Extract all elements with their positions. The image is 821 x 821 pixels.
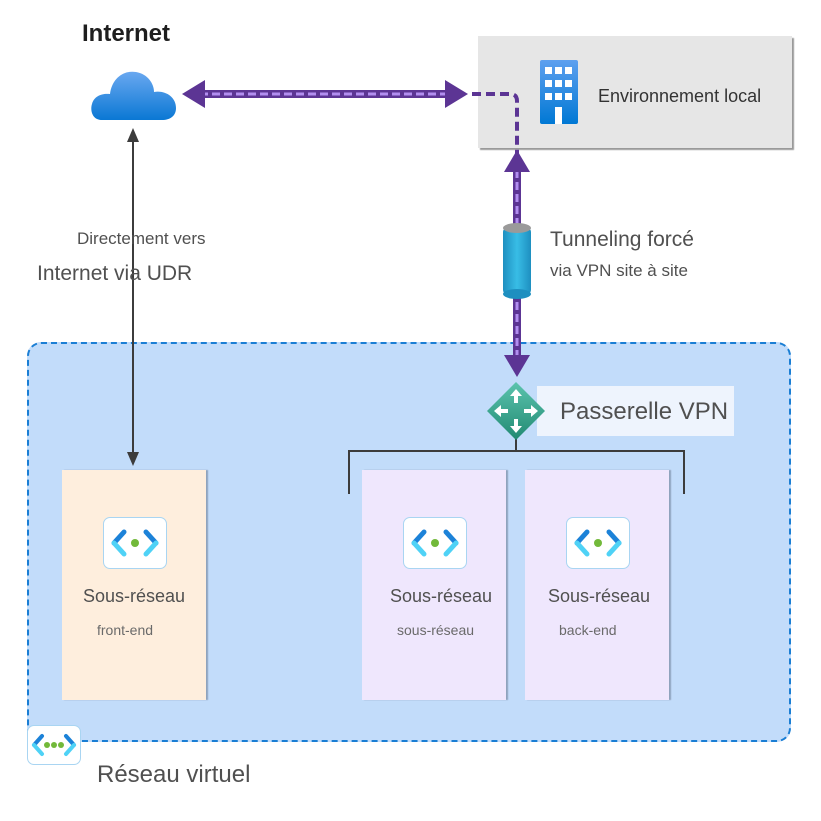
vpn-gateway-icon — [487, 382, 545, 440]
vpn-gateway-label: Passerelle VPN — [560, 398, 729, 425]
subnet-icon — [103, 517, 167, 569]
subnet-frontend: Sous-réseau front-end — [62, 470, 206, 700]
subnet-subtitle: back-end — [559, 622, 617, 638]
building-icon — [540, 60, 578, 124]
arrowhead-up-icon — [504, 150, 530, 172]
on-premises-box — [478, 36, 792, 148]
on-premises-label: Environnement local — [598, 86, 762, 106]
arrowhead-down-icon — [504, 355, 530, 377]
direct-arrow-down-icon — [127, 452, 139, 466]
subnet-title: Sous-réseau — [390, 586, 493, 606]
forced-tunnel-sublabel: via VPN site à site — [550, 261, 688, 280]
subnet-subtitle: front-end — [97, 622, 154, 638]
subnet-icon — [566, 517, 630, 569]
subnet-middle: Sous-réseau sous-réseau — [362, 470, 506, 700]
virtual-network-icon — [27, 725, 81, 765]
direct-route-label: Directement vers — [77, 229, 206, 248]
tunnel-icon — [503, 223, 531, 299]
subnet-title: Sous-réseau — [83, 586, 186, 606]
subnet-icon — [403, 517, 467, 569]
direct-route-sublabel: Internet via UDR — [37, 262, 193, 285]
cloud-icon — [91, 71, 176, 120]
direct-arrow-up-icon — [127, 128, 139, 142]
virtual-network-label: Réseau virtuel — [97, 761, 251, 788]
internet-title: Internet — [82, 20, 171, 47]
arrowhead-left-icon — [182, 80, 205, 108]
subnet-backend: Sous-réseau back-end — [525, 470, 669, 700]
arrowhead-right-icon — [445, 80, 468, 108]
forced-tunnel-label: Tunneling forcé — [550, 228, 694, 251]
gateway-label-background — [537, 386, 734, 436]
onprem-internal-path — [472, 92, 519, 160]
subnet-title: Sous-réseau — [548, 586, 651, 606]
subnet-subtitle: sous-réseau — [397, 622, 475, 638]
